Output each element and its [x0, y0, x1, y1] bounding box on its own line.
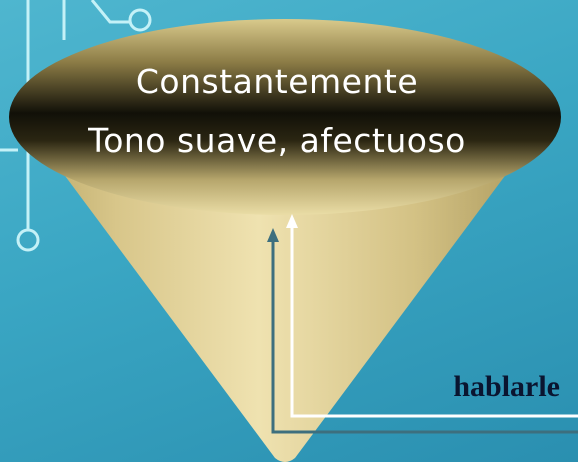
arrow-dark: [271, 240, 578, 434]
circuit-line: [90, 0, 130, 24]
circuit-node: [128, 8, 152, 32]
arrow-white-head: [286, 214, 298, 228]
arrow-label: hablarle: [453, 370, 560, 403]
ellipse-text-line-1: Constantemente: [135, 62, 419, 101]
ellipse-text-line-2: Tono suave, afectuoso: [88, 121, 466, 160]
circuit-node: [16, 228, 40, 252]
arrow-white: [290, 226, 578, 418]
funnel-top-ellipse: [9, 19, 561, 215]
funnel-cone: [22, 118, 548, 462]
arrow-dark-head: [267, 228, 279, 242]
